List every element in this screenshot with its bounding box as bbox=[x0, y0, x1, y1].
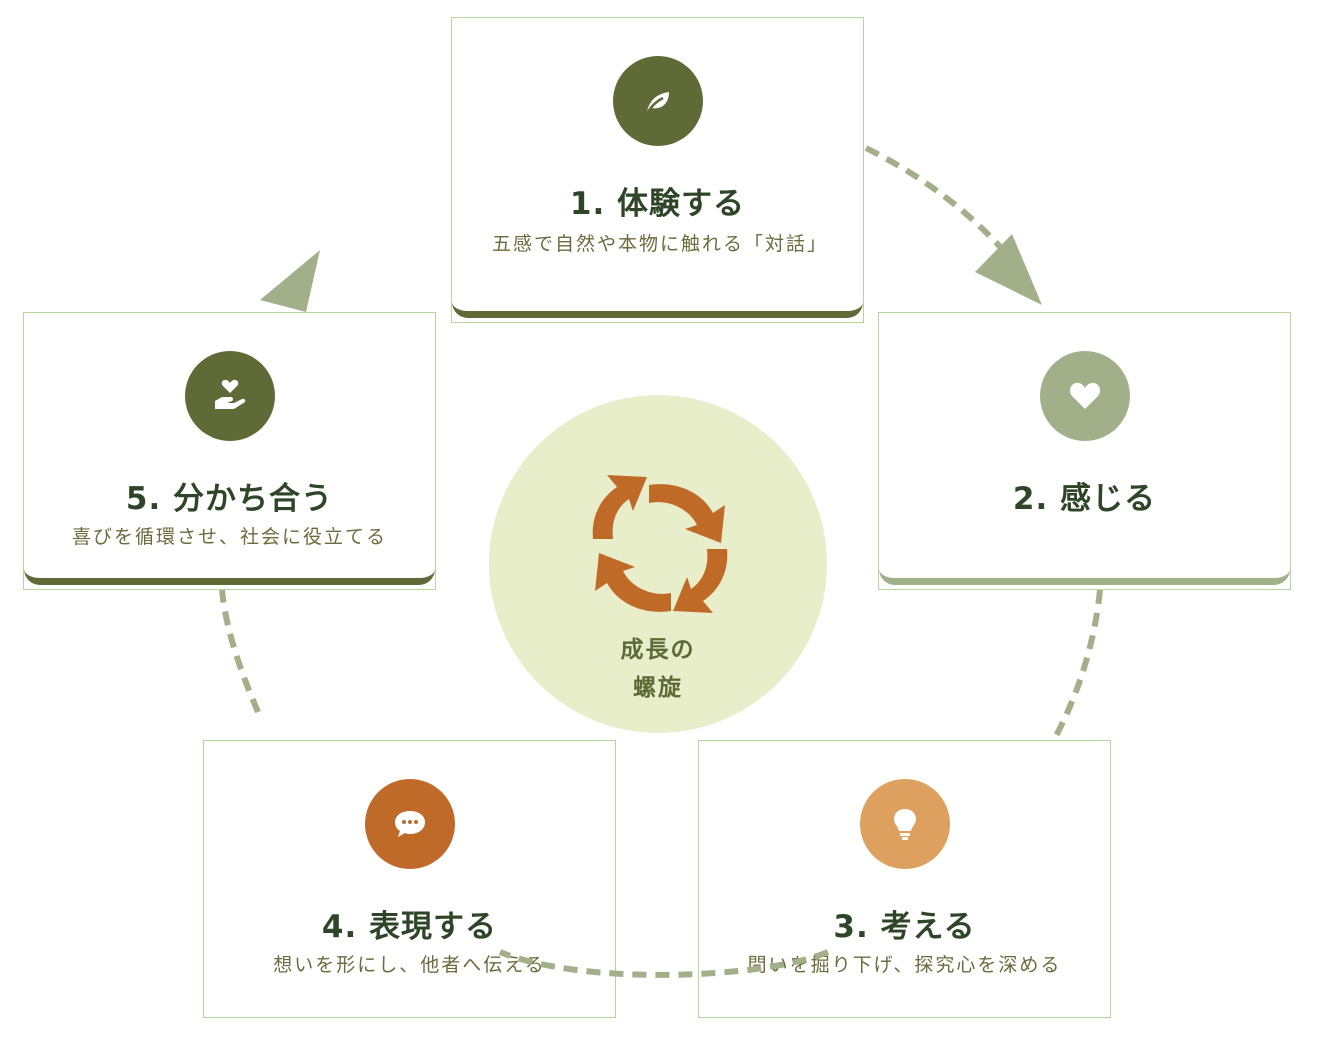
center-circle: 成長の 螺旋 bbox=[489, 395, 827, 733]
connector-1-2 bbox=[864, 145, 1023, 272]
connector-2-3 bbox=[1053, 589, 1103, 738]
step-title: 4. 表現する bbox=[321, 909, 498, 945]
leaf-icon bbox=[612, 56, 703, 146]
step-description: 喜びを循環させ、社会に役立てる bbox=[71, 526, 387, 548]
step-description: 問いを掘り下げ、探究心を深める bbox=[747, 954, 1062, 976]
cycle-arrows-icon bbox=[592, 475, 728, 613]
speech-bubble-icon bbox=[364, 779, 455, 869]
step-title: 1. 体験する bbox=[569, 186, 746, 222]
heart-icon bbox=[1039, 351, 1130, 441]
center-label: 成長の 螺旋 bbox=[620, 637, 696, 701]
step-card-3: 3. 考える 問いを掘り下げ、探究心を深める bbox=[698, 740, 1111, 1018]
arrowhead-icon bbox=[975, 234, 1042, 305]
step-description: 五感で自然や本物に触れる「対話」 bbox=[492, 233, 829, 255]
step-card-4: 4. 表現する 想いを形にし、他者へ伝える bbox=[203, 740, 616, 1018]
arrowhead-icon bbox=[260, 250, 320, 312]
step-card-1: 1. 体験する 五感で自然や本物に触れる「対話」 bbox=[451, 17, 864, 323]
step-title: 3. 考える bbox=[833, 909, 976, 945]
step-title: 2. 感じる bbox=[1012, 481, 1157, 517]
step-description: 想いを形にし、他者へ伝える bbox=[273, 954, 546, 976]
step-card-2: 2. 感じる bbox=[878, 312, 1291, 590]
step-card-5: 5. 分かち合う 喜びを循環させ、社会に役立てる bbox=[23, 312, 436, 590]
step-title: 5. 分かち合う bbox=[125, 481, 334, 517]
connector-4-5 bbox=[219, 589, 261, 714]
hand-heart-icon bbox=[184, 351, 275, 441]
lightbulb-icon bbox=[859, 779, 950, 869]
